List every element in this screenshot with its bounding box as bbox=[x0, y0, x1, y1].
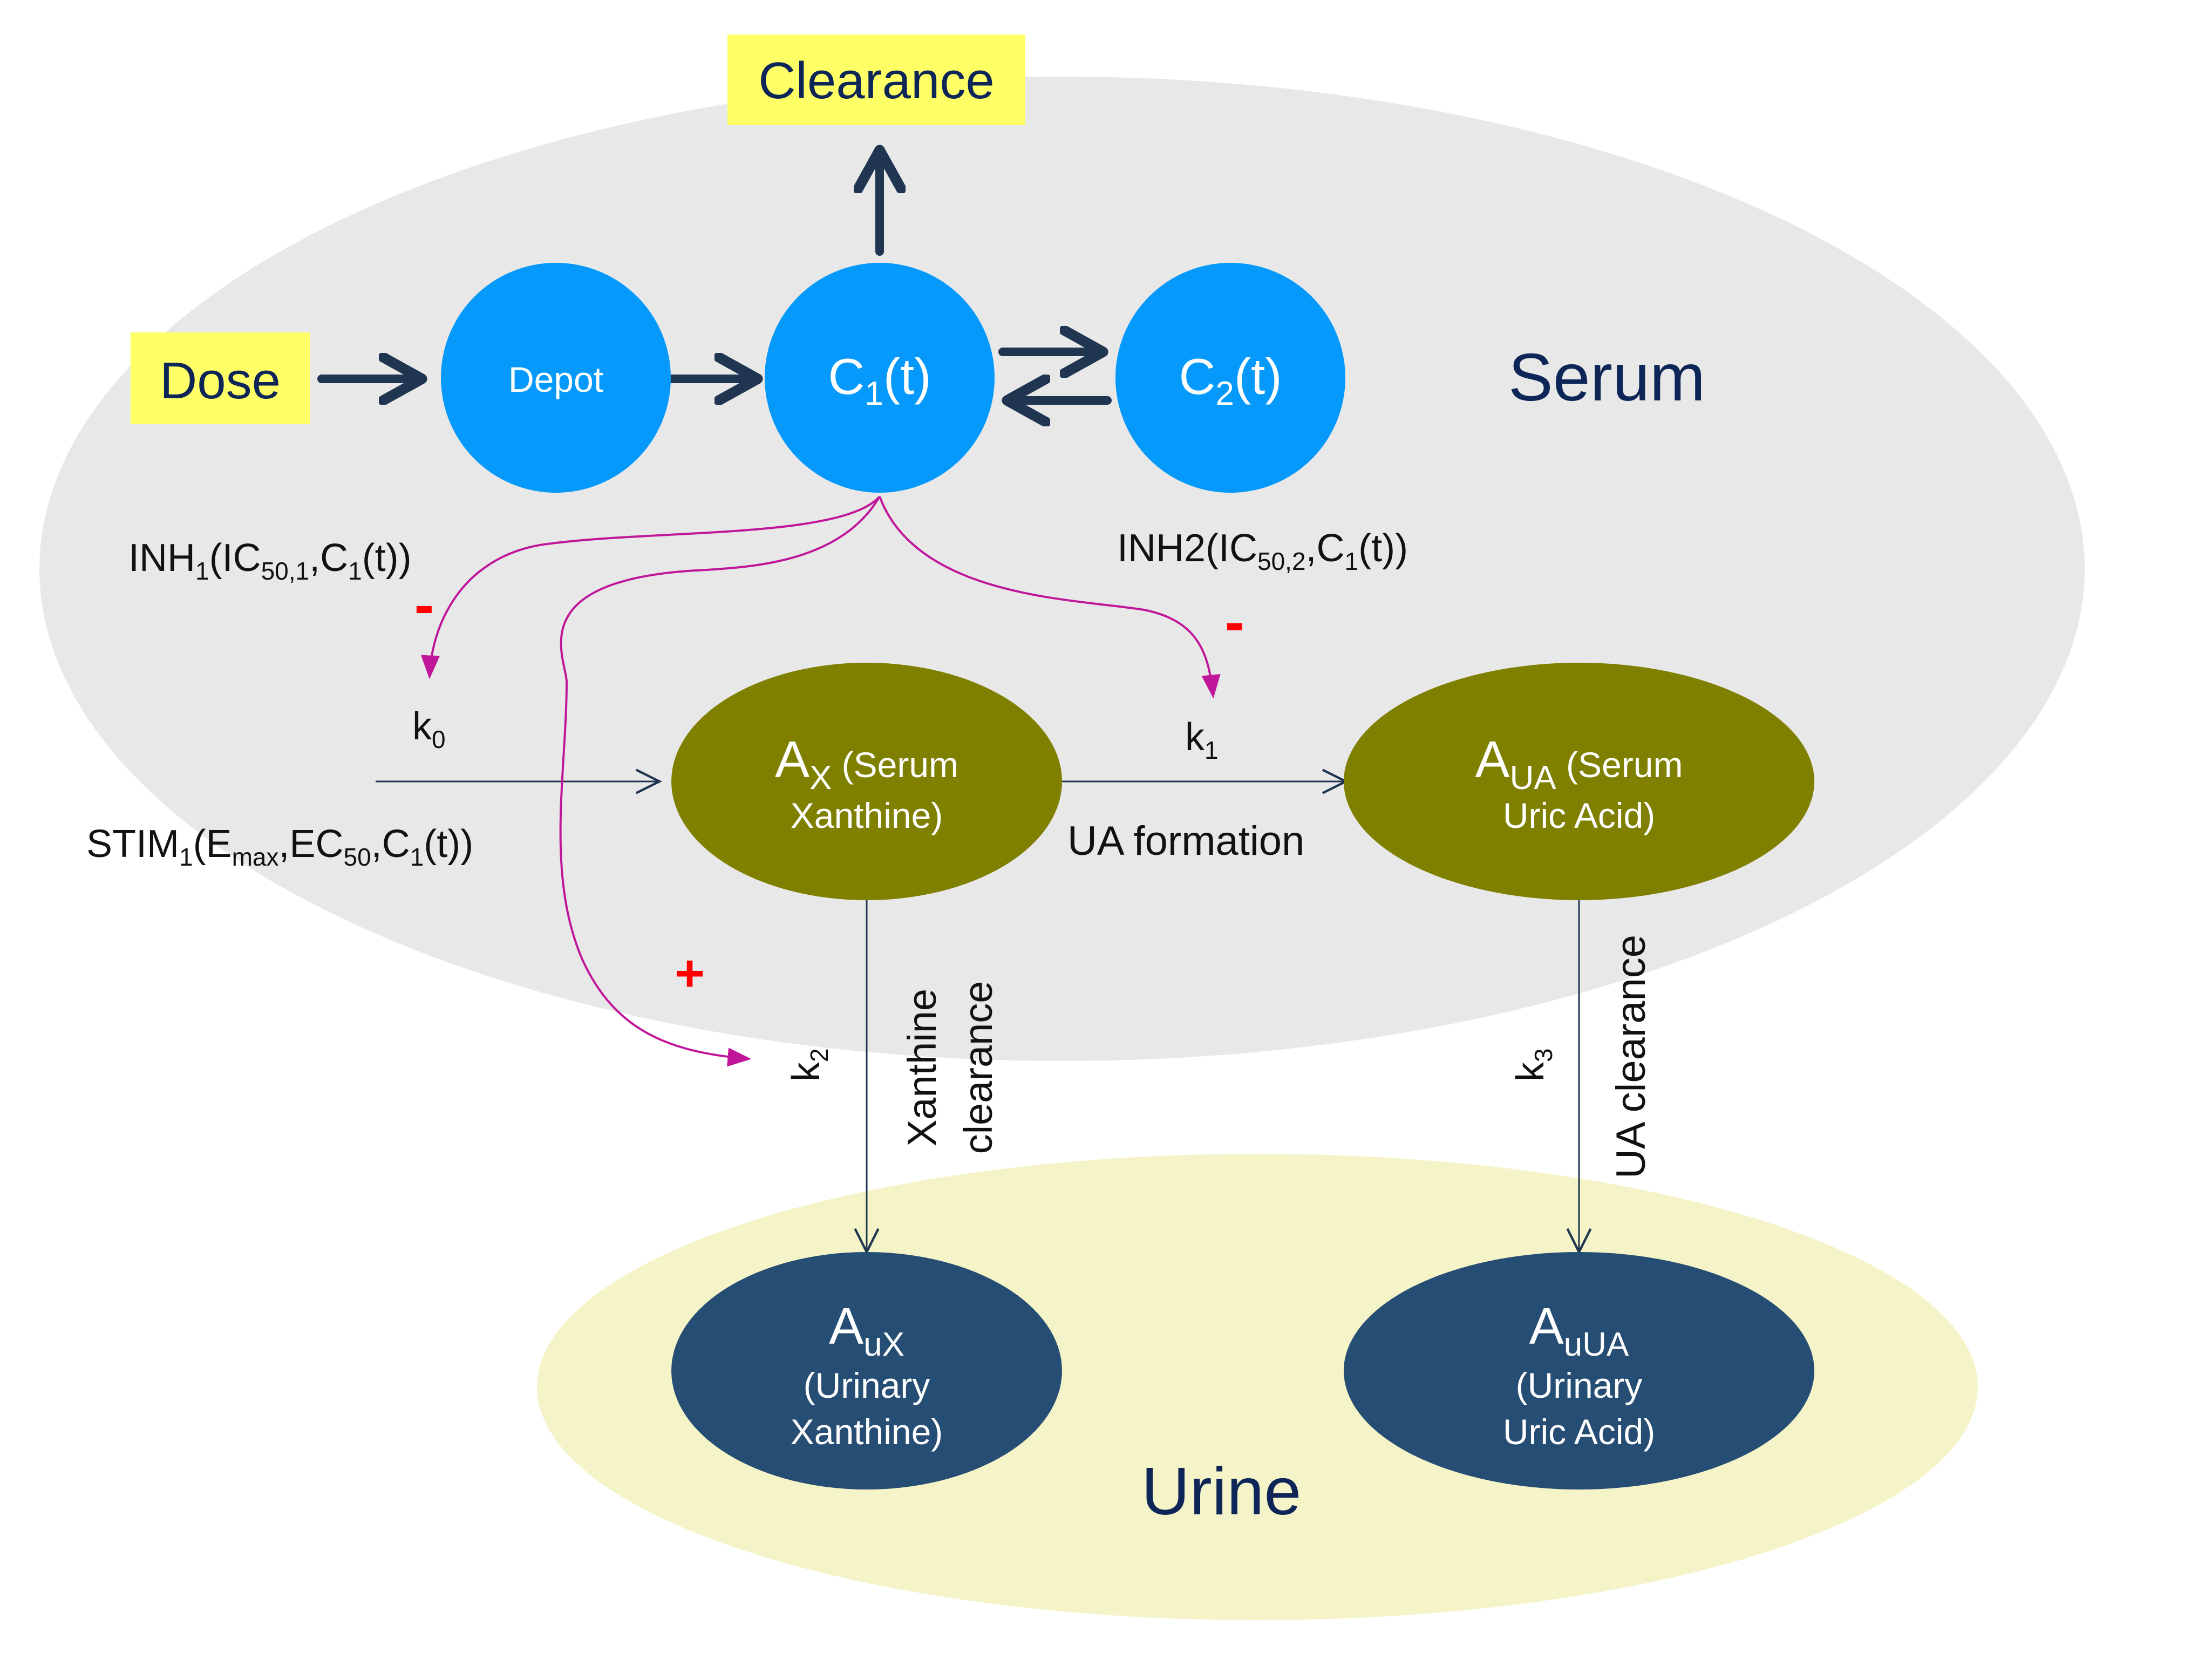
effect-arrows bbox=[420, 495, 1221, 1067]
serum-xanthine-label-line1: AX (Serum bbox=[775, 731, 958, 797]
urinary-uric-acid-symbol: AuUA bbox=[1529, 1297, 1629, 1363]
xanthine-clearance-label-line2: clearance bbox=[956, 981, 1001, 1154]
inh2-label: INH2(IC50,2,C1(t)) bbox=[1117, 527, 1408, 575]
stim1-effect-arrow bbox=[559, 495, 881, 1067]
dose-box: Dose bbox=[131, 332, 310, 424]
urine-label: Urine bbox=[1141, 1454, 1301, 1529]
c2-compartment: C2(t) bbox=[1115, 263, 1345, 493]
urinary-xanthine-desc1: (Urinary bbox=[804, 1365, 930, 1405]
serum-label: Serum bbox=[1508, 341, 1705, 415]
urinary-xanthine-symbol: AuX bbox=[829, 1297, 904, 1363]
urinary-xanthine-desc2: Xanthine) bbox=[791, 1412, 943, 1452]
inh2-effect-arrow bbox=[879, 496, 1221, 699]
inh1-minus-sign: - bbox=[414, 572, 434, 638]
urinary-uric-acid-compartment: AuUA (Urinary Uric Acid) bbox=[1344, 1252, 1814, 1489]
k0-label: k0 bbox=[412, 705, 446, 753]
stim1-plus-sign: + bbox=[675, 944, 705, 1002]
c1-label: C1(t) bbox=[828, 348, 931, 412]
urinary-uric-acid-desc2: Uric Acid) bbox=[1503, 1412, 1655, 1452]
serum-xanthine-compartment: AX (Serum Xanthine) bbox=[671, 663, 1062, 900]
process-arrows bbox=[376, 768, 1592, 1255]
c2-label: C2(t) bbox=[1179, 348, 1282, 412]
stim1-label: STIM1(Emax,EC50,C1(t)) bbox=[86, 822, 473, 871]
urinary-xanthine-compartment: AuX (Urinary Xanthine) bbox=[671, 1252, 1062, 1489]
serum-uric-acid-compartment: AUA (Serum Uric Acid) bbox=[1344, 663, 1814, 900]
c1-compartment: C1(t) bbox=[765, 263, 995, 493]
k2-label: k2 bbox=[785, 1048, 833, 1082]
depot-label: Depot bbox=[508, 359, 603, 399]
k1-label: k1 bbox=[1185, 716, 1219, 764]
ua-clearance-label: UA clearance bbox=[1608, 935, 1654, 1179]
inh1-label: INH1(IC50,1,C1(t)) bbox=[128, 536, 412, 585]
serum-uric-acid-label-line1: AUA (Serum bbox=[1475, 731, 1683, 797]
ua-formation-label: UA formation bbox=[1067, 818, 1304, 864]
clearance-label: Clearance bbox=[758, 52, 995, 110]
serum-xanthine-label-line2: Xanthine) bbox=[791, 795, 943, 835]
xanthine-clearance-label-line1: Xanthine bbox=[900, 989, 944, 1146]
inh2-minus-sign: - bbox=[1225, 589, 1245, 655]
inh1-effect-arrow bbox=[420, 495, 881, 679]
depot-compartment: Depot bbox=[441, 263, 671, 493]
urinary-uric-acid-desc1: (Urinary bbox=[1516, 1365, 1643, 1405]
pk-arrows bbox=[317, 150, 1112, 400]
clearance-box: Clearance bbox=[727, 35, 1025, 125]
serum-uric-acid-label-line2: Uric Acid) bbox=[1503, 795, 1655, 835]
k3-label: k3 bbox=[1509, 1048, 1557, 1082]
dose-label: Dose bbox=[160, 352, 281, 410]
